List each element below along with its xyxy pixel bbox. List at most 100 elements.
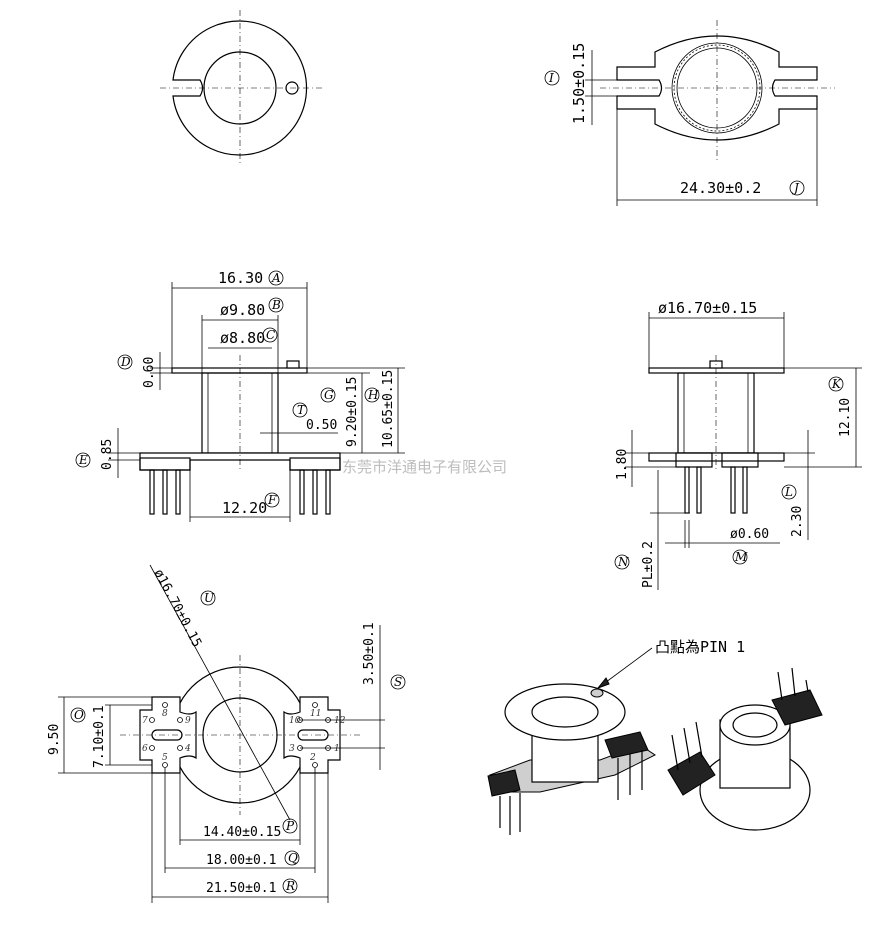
- label-s-circle: [390, 674, 406, 690]
- pin: [742, 466, 748, 514]
- pin-hole: [177, 717, 183, 723]
- right-side-view: ø16.70±0.15 12.10 K 1.80 2.30 L PL±0.2 ø…: [614, 299, 862, 590]
- dim-16-70-diag: ø16.70±0.15: [150, 567, 204, 650]
- iso-bobbin-a: [487, 683, 656, 835]
- pin-number: 1: [334, 744, 340, 754]
- dim-12-20: 12.20: [222, 499, 267, 517]
- pin-number: 2: [309, 753, 316, 763]
- top-flange-plate: [171, 367, 308, 374]
- pin-hole: [162, 762, 168, 768]
- label-q: Q: [288, 851, 298, 865]
- label-o: O: [74, 708, 84, 722]
- label-s: S: [394, 675, 402, 689]
- label-n-circle: [614, 554, 630, 570]
- dim-0-85: 0.85: [100, 439, 115, 470]
- dim-21-50: 21.50±0.1: [206, 881, 276, 896]
- label-t: T: [297, 403, 306, 417]
- bottom-flange-view: 1.50±0.15 I 24.30±0.2 J: [544, 20, 835, 206]
- label-c: C: [266, 328, 275, 342]
- bottom-pin-view: 7 8 9 6 5 4 10 11 12 3 2 1 ø16.70±0.15 U…: [47, 564, 406, 903]
- dim-9-20: 9.20±0.15: [345, 377, 360, 447]
- pin1-bump: [286, 360, 300, 369]
- dim-18-00: 18.00±0.1: [206, 853, 276, 868]
- pin1-leader-arrow: [596, 677, 610, 690]
- pin: [671, 734, 679, 771]
- label-k-circle: [828, 376, 844, 392]
- dim-8-80: ø8.80: [220, 329, 265, 347]
- isometric-views: 凸點為PIN 1: [487, 638, 823, 835]
- dim-1-80: 1.80: [615, 449, 630, 480]
- dim-0-60: 0.60: [142, 357, 157, 388]
- pin: [312, 469, 318, 515]
- label-u-circle: [200, 590, 216, 606]
- top-flange-view: [160, 10, 322, 165]
- label-o-circle: [70, 707, 86, 723]
- pin: [325, 469, 331, 515]
- pin: [683, 727, 691, 764]
- label-c-circle: [262, 327, 278, 343]
- pin: [730, 466, 736, 514]
- pin-hole: [312, 702, 318, 708]
- label-r-circle: [282, 878, 298, 894]
- label-g: G: [324, 388, 334, 402]
- iso-a-pin-block-r: [604, 731, 649, 759]
- dim-9-50: 9.50: [47, 724, 62, 755]
- label-f: F: [267, 493, 277, 507]
- pin-number: 12: [334, 716, 346, 726]
- pin: [695, 721, 703, 758]
- iso-a-pin-block-l: [487, 769, 521, 797]
- label-a-circle: [268, 270, 284, 286]
- label-n: N: [617, 555, 629, 569]
- dim-16-70-diag-line: [149, 564, 291, 821]
- pin: [684, 466, 690, 514]
- pin: [805, 679, 809, 693]
- label-i: I: [548, 71, 554, 85]
- pin-number: 10: [289, 716, 301, 726]
- label-r: R: [285, 879, 295, 893]
- label-h: H: [367, 388, 379, 402]
- label-l-circle: [781, 484, 797, 500]
- iso-a-top-flange: [504, 683, 626, 741]
- dim-2-30: 2.30: [790, 506, 805, 537]
- dim-3-50: 3.50±0.1: [362, 622, 377, 685]
- dim-10-65: 10.65±0.15: [381, 370, 396, 448]
- pin-number: 6: [142, 744, 148, 754]
- pin-hole: [149, 717, 155, 723]
- dim-9-80: ø9.80: [220, 301, 265, 319]
- label-e: E: [78, 453, 88, 467]
- label-l: L: [784, 485, 793, 499]
- label-b-circle: [268, 297, 284, 313]
- label-h-circle: [364, 387, 380, 403]
- label-q-circle: [284, 850, 300, 866]
- label-b: B: [271, 298, 281, 312]
- pin: [299, 469, 305, 515]
- iso-bobbin-b: [667, 667, 823, 831]
- label-e-circle: [75, 452, 91, 468]
- pin-hole: [162, 702, 168, 708]
- dim-12-10: 12.10: [838, 398, 853, 437]
- dim-14-40: 14.40±0.15: [203, 825, 281, 840]
- dim-16-30: 16.30: [218, 269, 263, 287]
- label-i-circle: [544, 70, 560, 86]
- pin-number: 4: [184, 744, 191, 754]
- pin-hole: [312, 762, 318, 768]
- pins-left: [149, 469, 181, 515]
- dim-7-10: 7.10±0.1: [92, 705, 107, 768]
- pin: [175, 469, 181, 515]
- label-m-circle: [732, 549, 748, 565]
- label-k: K: [831, 377, 842, 391]
- watermark: 东莞市洋通电子有限公司: [342, 458, 507, 476]
- pin: [696, 466, 702, 514]
- iso-a-bore: [531, 696, 599, 728]
- pin: [162, 469, 168, 515]
- label-p-circle: [282, 818, 298, 834]
- pin-number: 11: [310, 709, 321, 719]
- dim-16-70-side: ø16.70±0.15: [658, 299, 757, 317]
- label-p: P: [285, 819, 295, 833]
- label-u: U: [204, 591, 215, 605]
- side-pin-block-r: [721, 452, 759, 468]
- dim-0-50: 0.50: [306, 418, 337, 433]
- pin1-note: 凸點為PIN 1: [655, 638, 745, 656]
- iso-a-bump: [590, 688, 604, 698]
